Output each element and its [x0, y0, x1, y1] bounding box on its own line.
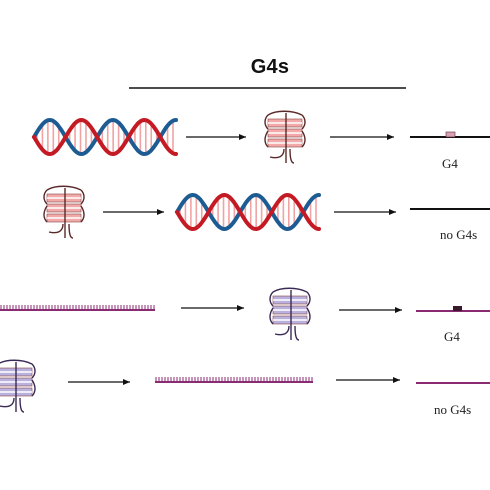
- g4-mark-2: [453, 306, 462, 311]
- quadruplex-strand: [0, 359, 36, 413]
- quadruplex-strand: [269, 287, 311, 341]
- rna-g-quadruplex-icon-2: [0, 359, 36, 413]
- page-title: G4s: [250, 56, 290, 78]
- result-label-4: no G4s: [434, 402, 472, 417]
- g-quadruplex-icon-2: [43, 185, 85, 239]
- dna-double-helix-2: [175, 192, 321, 232]
- quadruplex-strand: [43, 185, 85, 239]
- g-quadruplex-icon-1: [264, 110, 306, 164]
- rna-strand-1: [0, 305, 155, 311]
- result-label-3: G4: [444, 329, 460, 344]
- helix-strand-blue: [175, 192, 321, 232]
- rna-g-quadruplex-icon-1: [269, 287, 311, 341]
- helix-strand-blue: [32, 117, 178, 157]
- helix-strand-red: [175, 192, 321, 232]
- rna-strand-2: [155, 377, 313, 383]
- result-label-1: G4: [442, 156, 458, 171]
- quadruplex-strand: [264, 110, 306, 164]
- g4-mark-1: [445, 131, 456, 138]
- helix-strand-red: [32, 117, 178, 157]
- dna-double-helix-1: [32, 117, 178, 157]
- result-label-2: no G4s: [440, 227, 478, 242]
